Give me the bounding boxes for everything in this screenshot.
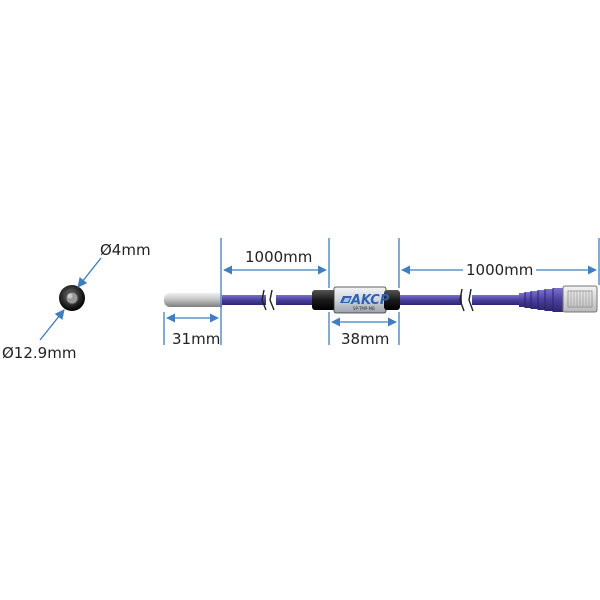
module-length-label: 38mm xyxy=(341,330,389,348)
module-logo-icon xyxy=(340,296,352,303)
cable-break-icon xyxy=(459,288,474,312)
rj45-connector-icon xyxy=(519,285,598,313)
module-brand: AKCP xyxy=(350,293,390,308)
end-view: Ø4mm Ø12.9mm xyxy=(2,241,151,362)
inner-bore xyxy=(65,291,79,305)
probe-body xyxy=(172,293,222,307)
cable-segment-2 xyxy=(276,295,316,305)
cable-break-icon xyxy=(261,289,275,311)
dimension-labels: 31mm 1000mm 38mm 1000mm xyxy=(172,248,533,348)
module-cap-right xyxy=(384,290,400,310)
inner-diameter-label: Ø4mm xyxy=(100,241,151,259)
cable-segment-1 xyxy=(218,295,266,305)
inner-diameter-leader xyxy=(77,257,102,288)
cable-assembly: AKCP SP-TMP-MB xyxy=(164,285,598,314)
cable-2-length-label: 1000mm xyxy=(466,261,533,279)
dimensions xyxy=(163,238,600,345)
outer-diameter-label: Ø12.9mm xyxy=(2,344,76,362)
outer-diameter-leader xyxy=(39,309,65,341)
module-cap-left xyxy=(312,290,336,310)
cable-segment-3 xyxy=(398,295,462,305)
cable-1-length-label: 1000mm xyxy=(245,248,312,266)
module-small-print: SP-TMP-MB xyxy=(353,306,375,311)
inner-highlight xyxy=(67,293,73,299)
probe-length-label: 31mm xyxy=(172,330,220,348)
cable-segment-4 xyxy=(472,295,524,305)
